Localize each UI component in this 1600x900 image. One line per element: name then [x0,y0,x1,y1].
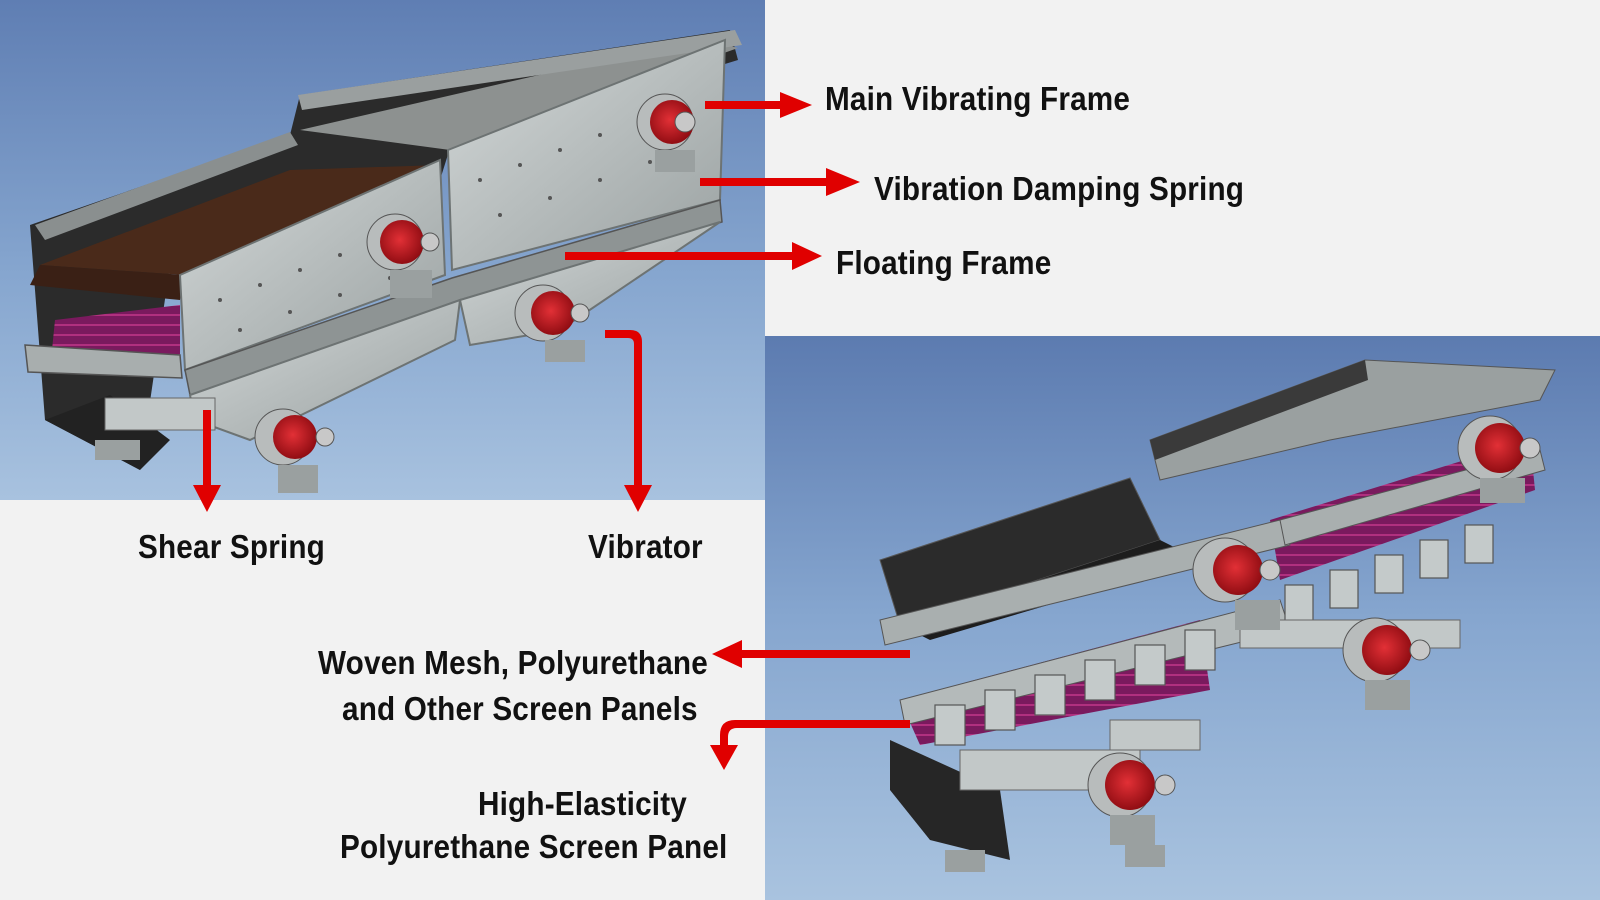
label-pu-panel-line2: Polyurethane Screen Panel [340,828,728,865]
label-screen-panels-line2: and Other Screen Panels [342,690,698,727]
arrow-shear-spring [193,410,221,512]
vibrator-unit [1192,537,1281,630]
arrow-vibration-damping-spring [700,168,860,196]
white-background-bottom-left [0,500,765,900]
label-vibration-damping-spring: Vibration Damping Spring [874,170,1245,207]
label-shear-spring: Shear Spring [138,528,326,565]
vibrator-unit [254,408,335,493]
label-floating-frame: Floating Frame [836,244,1052,281]
vibrator-unit [1342,617,1431,710]
arrow-main-vibrating-frame [705,92,812,118]
vibrator-unit [1087,752,1176,845]
arrow-floating-frame [565,242,822,270]
label-main-vibrating-frame: Main Vibrating Frame [825,80,1131,117]
arrow-screen-panels [712,640,910,668]
label-screen-panels-line1: Woven Mesh, Polyurethane [318,644,708,681]
arrow-vibrator [605,330,652,512]
vibrator-unit [1457,415,1541,503]
bottom-machine [879,359,1556,872]
top-machine [24,30,742,493]
pointer-arrows [193,92,910,770]
vibrator-unit [636,93,696,172]
white-background-top-right [765,0,1600,336]
label-pu-panel-line1: High-Elasticity [478,785,687,822]
label-vibrator: Vibrator [588,528,703,565]
vibrator-unit [366,213,440,298]
vibrator-unit [514,284,590,362]
arrow-polyurethane-panel [710,720,910,770]
